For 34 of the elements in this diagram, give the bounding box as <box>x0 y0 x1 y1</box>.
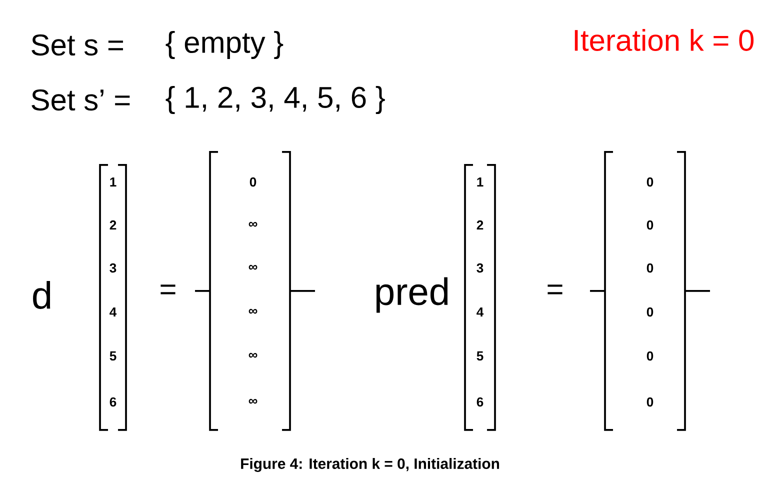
index-number: 6 <box>476 397 484 407</box>
caption: Figure 4: Iteration k = 0, Initialization <box>241 458 500 472</box>
vector-value: ∞ <box>248 398 258 404</box>
index-number: 1 <box>110 178 116 186</box>
equals-sign: = <box>160 284 176 294</box>
index-number: 3 <box>476 263 484 273</box>
vector-value: 0 <box>646 263 654 273</box>
iteration-label: Iteration k = 0 <box>574 28 754 51</box>
vector-value: ∞ <box>248 222 258 227</box>
vector-value: 0 <box>646 177 654 187</box>
set-value: { empty } <box>166 31 284 59</box>
vector-value: 0 <box>646 351 654 361</box>
index-number: 2 <box>110 220 116 230</box>
vector-value: 0 <box>646 307 654 317</box>
index-number: 3 <box>110 263 116 273</box>
vector-value: ∞ <box>248 264 258 270</box>
variable-name: pred <box>376 277 448 313</box>
index-number: 2 <box>476 220 484 230</box>
index-number: 4 <box>110 308 117 316</box>
index-number: 4 <box>476 308 484 316</box>
vector-value: 0 <box>646 397 654 407</box>
vector-value: ∞ <box>248 308 258 314</box>
index-number: 5 <box>110 351 116 361</box>
vector-value: 0 <box>250 177 256 187</box>
vector-value: 0 <box>646 220 654 230</box>
equals-sign: = <box>548 284 562 294</box>
set-label: Set s’ = <box>32 89 130 111</box>
index-number: 6 <box>110 397 116 407</box>
variable-name: d <box>33 281 50 309</box>
index-number: 1 <box>477 178 484 186</box>
set-label: Set s = <box>32 34 123 56</box>
set-value: { 1, 2, 3, 4, 5, 6 } <box>166 86 385 114</box>
index-number: 5 <box>476 351 484 361</box>
vector-value: ∞ <box>248 352 258 358</box>
